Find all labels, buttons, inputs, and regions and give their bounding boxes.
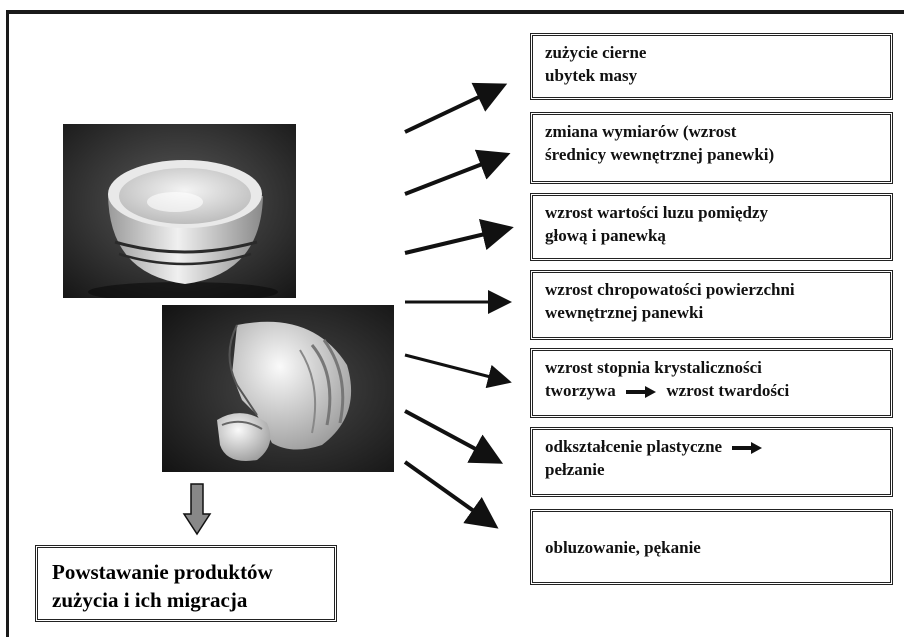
right-arrow-icon (732, 442, 762, 454)
effect-box-5-line2: tworzywa wzrost twardości (545, 379, 878, 402)
result-box: Powstawanie produktów zużycia i ich migr… (35, 545, 337, 622)
effect-box-3: wzrost wartości luzu pomiędzy głową i pa… (530, 193, 893, 261)
effect-box-3-line2: głową i panewką (545, 224, 878, 247)
effect-box-2: zmiana wymiarów (wzrost średnicy wewnętr… (530, 112, 893, 184)
effect-box-4-line1: wzrost chropowatości powierzchni (545, 278, 878, 301)
arrow-to-box-1 (405, 87, 500, 132)
effect-box-5-line1: wzrost stopnia krystaliczności (545, 356, 878, 379)
effect-box-7-line1: obluzowanie, pękanie (545, 536, 701, 559)
arrow-to-box-6 (405, 411, 496, 460)
effect-box-2-line2: średnicy wewnętrznej panewki) (545, 143, 878, 166)
effect-box-6: odkształcenie plastyczne pełzanie (530, 427, 893, 497)
effect-box-2-line1: zmiana wymiarów (wzrost (545, 120, 878, 143)
effect-box-4-line2: wewnętrznej panewki (545, 301, 878, 324)
result-line2: zużycia i ich migracja (52, 586, 320, 614)
effect-box-5: wzrost stopnia krystaliczności tworzywa … (530, 348, 893, 418)
effect-box-7: obluzowanie, pękanie (530, 509, 893, 585)
arrow-to-box-5 (405, 355, 506, 381)
effect-box-6-line1-part1: odkształcenie plastyczne (545, 437, 722, 456)
arrow-to-box-7 (405, 462, 492, 524)
arrow-to-box-2 (405, 156, 503, 194)
effect-box-3-line1: wzrost wartości luzu pomiędzy (545, 201, 878, 224)
down-arrow-icon (184, 484, 210, 534)
effect-box-1: zużycie cierne ubytek masy (530, 33, 893, 100)
result-line1: Powstawanie produktów (52, 558, 320, 586)
right-arrow-icon (626, 386, 656, 398)
arrow-to-box-3 (405, 229, 506, 253)
effect-box-4: wzrost chropowatości powierzchni wewnętr… (530, 270, 893, 340)
effect-box-1-line1: zużycie cierne (545, 41, 878, 64)
effect-box-6-line1: odkształcenie plastyczne (545, 435, 878, 458)
effect-box-5-line2-part2: wzrost twardości (666, 381, 789, 400)
effect-box-1-line2: ubytek masy (545, 64, 878, 87)
effect-box-5-line2-part1: tworzywa (545, 381, 616, 400)
effect-box-6-line2: pełzanie (545, 458, 878, 481)
